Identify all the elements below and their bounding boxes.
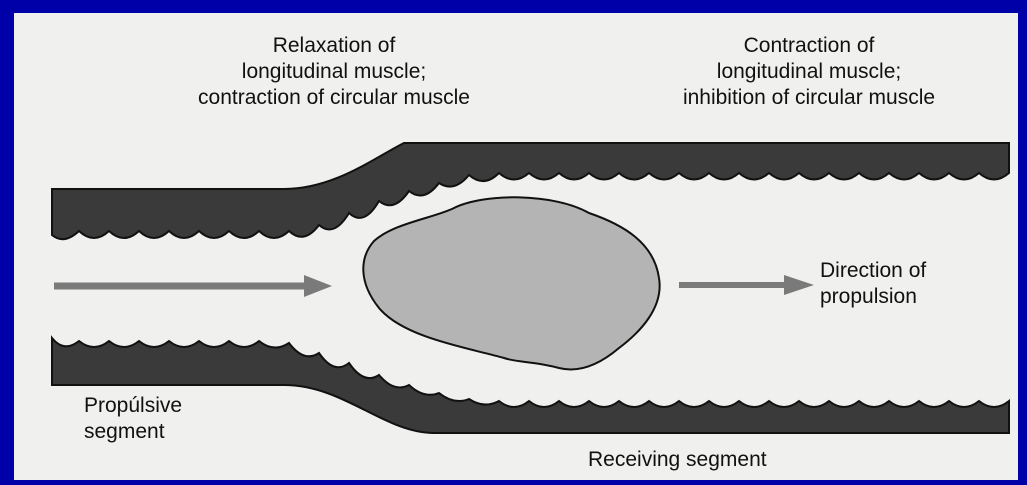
label-line: longitudinal muscle; [144, 59, 524, 85]
label-line: Receiving segment [588, 447, 888, 473]
label-contraction: Contraction of longitudinal muscle; inhi… [604, 33, 1014, 111]
label-propulsive-segment: Propúlsive segment [84, 393, 264, 445]
label-receiving-segment: Receiving segment [588, 447, 888, 473]
propulsion-arrow-right [679, 275, 814, 295]
label-line: contraction of circular muscle [144, 85, 524, 111]
label-line: Propúlsive [84, 393, 264, 419]
label-direction-of-propulsion: Direction of propulsion [820, 258, 1010, 310]
label-line: propulsion [820, 284, 1010, 310]
label-line: segment [84, 419, 264, 445]
diagram-panel: Relaxation of longitudinal muscle; contr… [14, 13, 1018, 480]
label-line: Direction of [820, 258, 1010, 284]
label-line: inhibition of circular muscle [604, 85, 1014, 111]
label-line: Contraction of [604, 33, 1014, 59]
bolus [363, 197, 659, 369]
label-line: Relaxation of [144, 33, 524, 59]
label-line: longitudinal muscle; [604, 59, 1014, 85]
propulsion-arrow-left [54, 275, 332, 297]
label-relaxation: Relaxation of longitudinal muscle; contr… [144, 33, 524, 111]
